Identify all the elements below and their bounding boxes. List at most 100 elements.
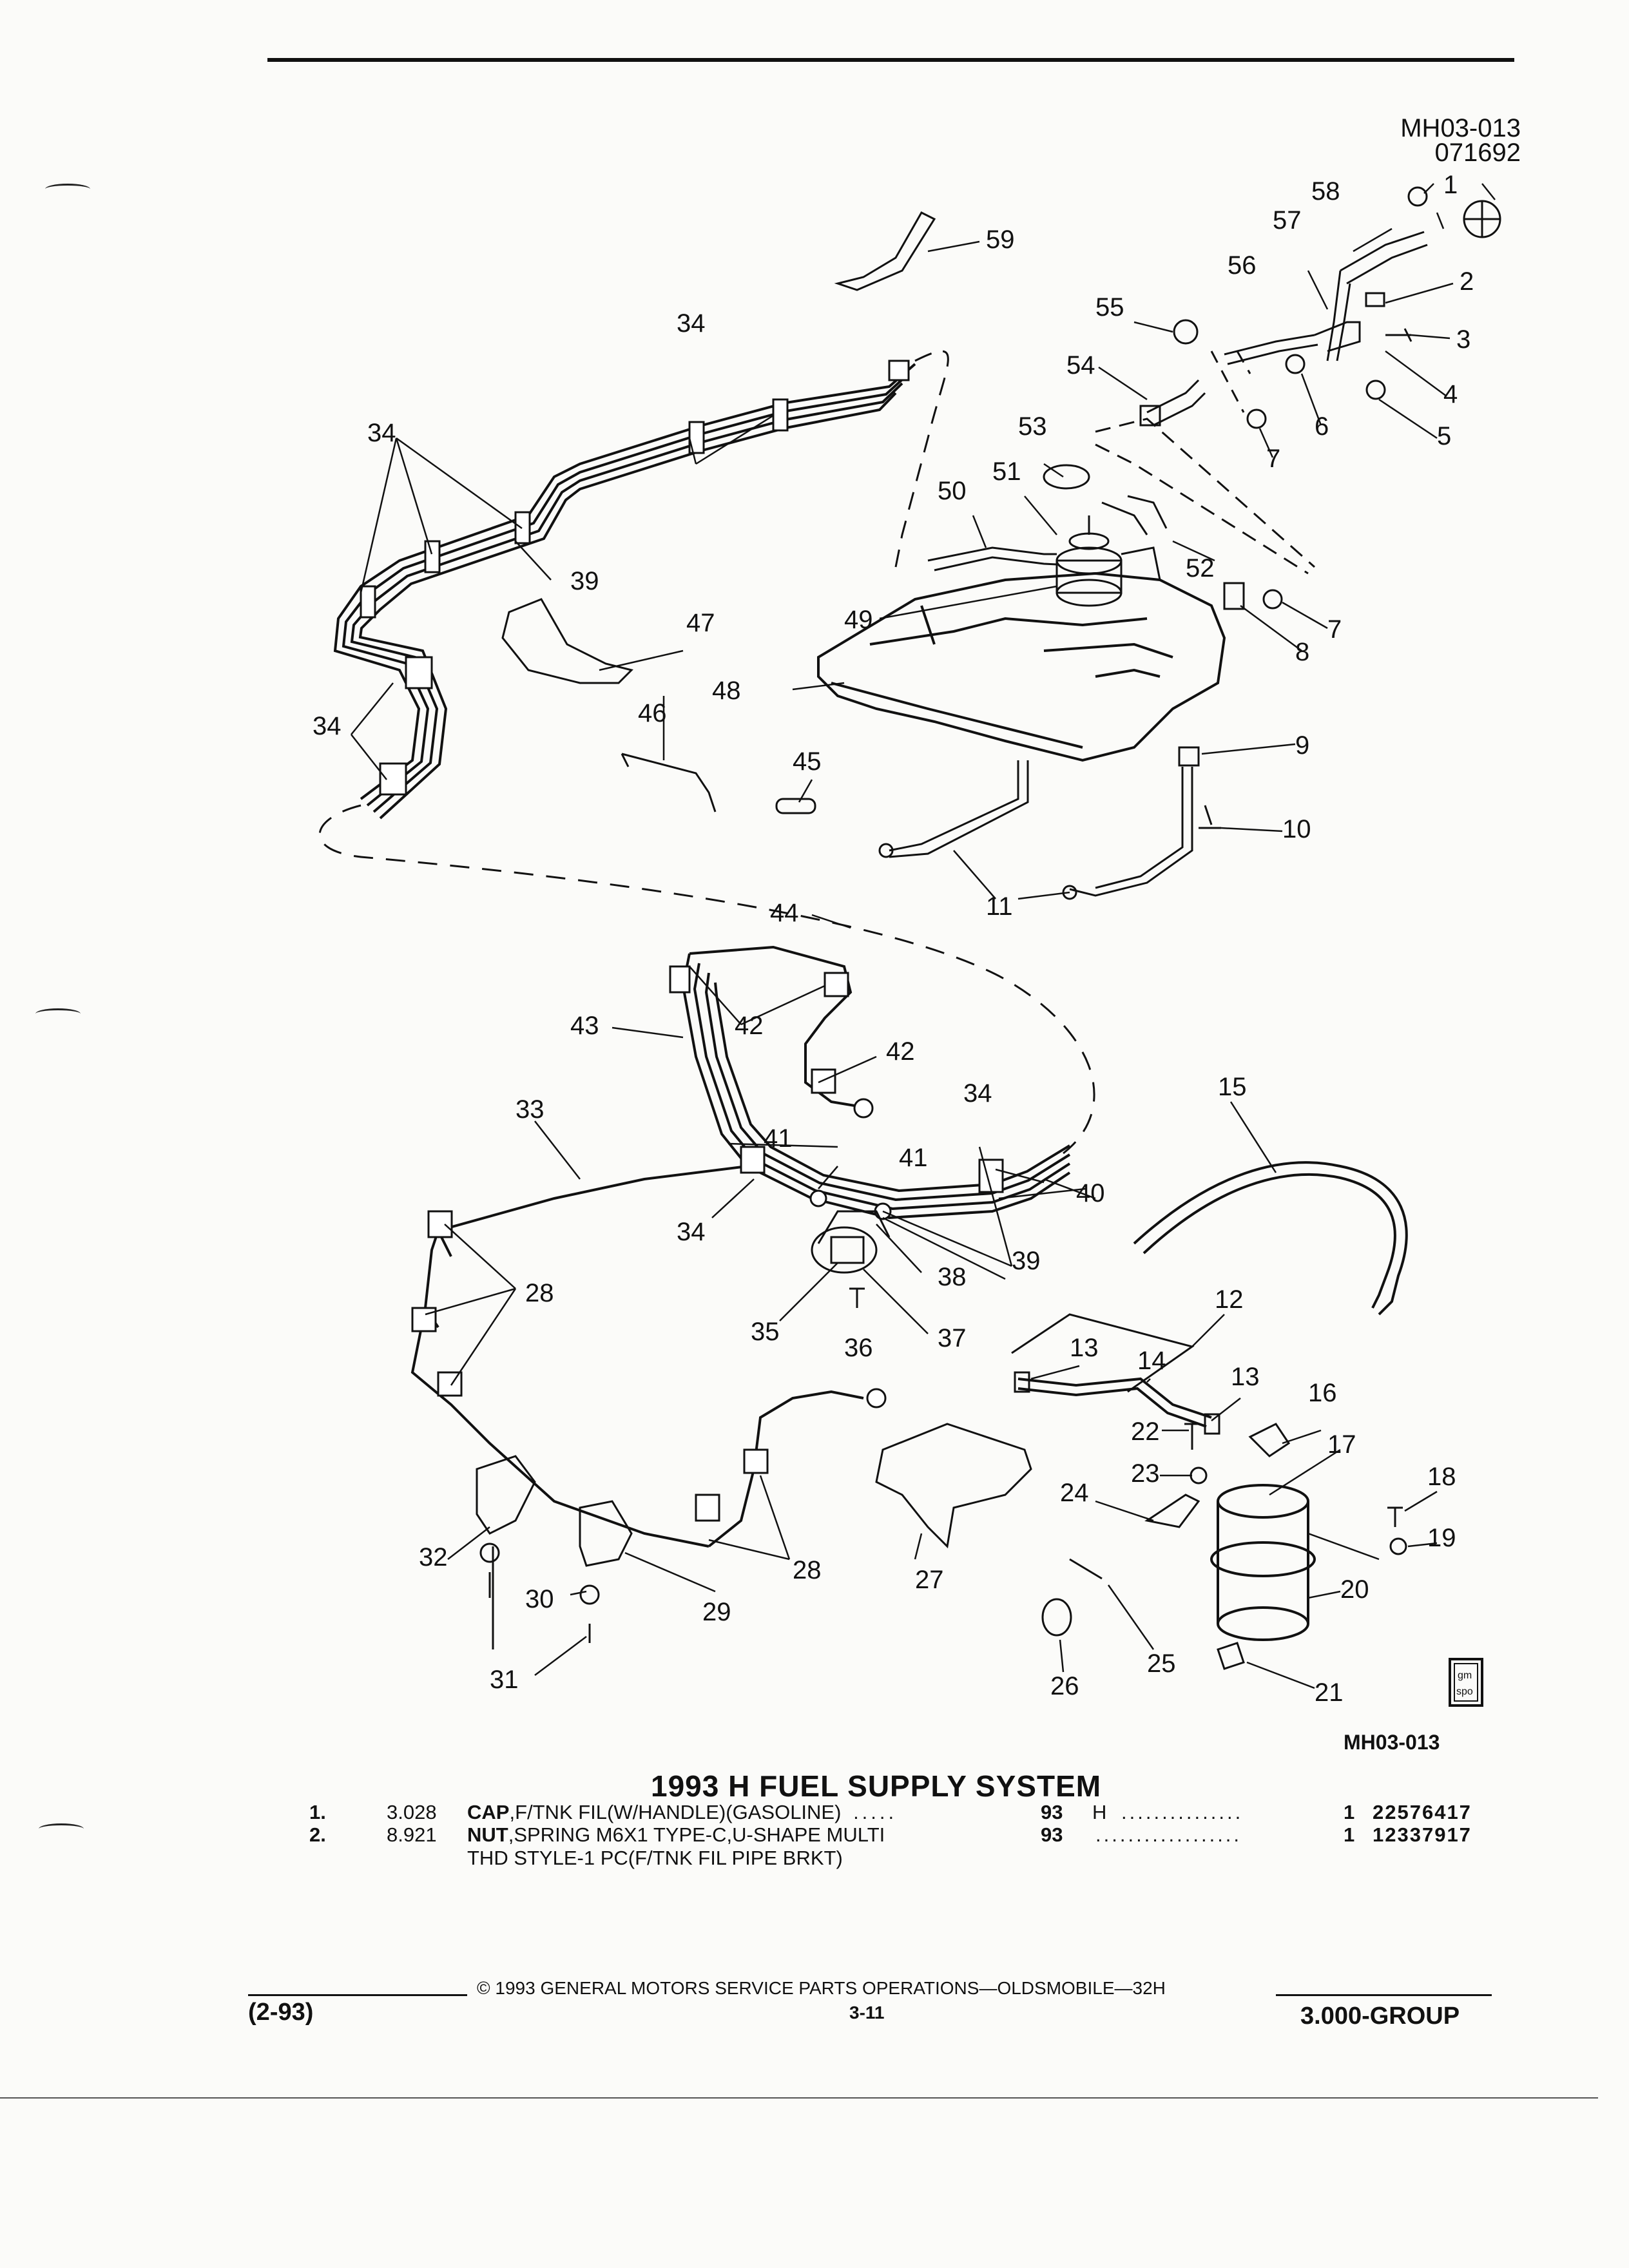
callout: 28: [525, 1279, 554, 1307]
fuel-sender-module: [927, 464, 1168, 607]
item-quantity: 1: [1344, 1801, 1355, 1823]
callout: 53: [1018, 412, 1047, 441]
item-code: 8.921: [387, 1823, 437, 1846]
part-56-pipe: [1224, 334, 1318, 365]
part-32-bracket: [476, 1455, 536, 1535]
callout: 46: [638, 699, 667, 727]
part-31-bolt: [488, 1572, 591, 1643]
callout: 34: [963, 1079, 992, 1108]
item-number: 1.: [309, 1801, 326, 1823]
item-year: 93: [1041, 1823, 1063, 1846]
footer-rule-right: [1276, 1994, 1492, 1996]
part-54-hose: [1146, 379, 1206, 427]
callout: 48: [712, 677, 741, 705]
part-9-bracket: [1178, 746, 1200, 767]
callout: 4: [1443, 380, 1458, 408]
figure-code: MH03-013: [1344, 1731, 1440, 1754]
callout: 33: [516, 1095, 545, 1124]
callout: 36: [844, 1334, 873, 1362]
part-55-clamp: [1173, 319, 1199, 345]
part-30-washer: [579, 1584, 600, 1605]
part-13-clamp: [1204, 1413, 1220, 1435]
callout: 8: [1295, 638, 1309, 666]
callout: 54: [1066, 351, 1095, 380]
callout: 24: [1060, 1479, 1089, 1507]
callout: 37: [938, 1324, 967, 1352]
callout: 57: [1273, 206, 1302, 235]
callout: 20: [1340, 1575, 1369, 1604]
callout: 42: [735, 1012, 764, 1040]
phantom-line: [318, 804, 1095, 1155]
item-year: 93: [1041, 1801, 1063, 1823]
callout: 27: [915, 1566, 944, 1594]
reference-code-date: 071692: [1434, 139, 1521, 167]
part-54-clamp: [1139, 405, 1161, 427]
part-53-ring: [1043, 464, 1090, 490]
callout: 12: [1215, 1285, 1244, 1314]
callout: 14: [1137, 1347, 1166, 1375]
part-45-pin: [775, 798, 816, 814]
callout: 7: [1266, 445, 1280, 473]
footer-group: 3.000-GROUP: [1300, 2003, 1460, 2030]
callout: 50: [938, 477, 967, 505]
callout: 49: [844, 606, 873, 634]
callout: 6: [1315, 412, 1329, 441]
part-12-group-line: [1011, 1313, 1195, 1393]
callout: 10: [1282, 815, 1311, 843]
part-19-washer: [1389, 1537, 1407, 1555]
item-part-number: 22576417: [1373, 1801, 1472, 1823]
callout: 13: [1070, 1334, 1099, 1362]
callout: 39: [1012, 1247, 1041, 1275]
item-dots: ..................: [1095, 1823, 1242, 1846]
callout: 34: [313, 712, 342, 740]
callout: 25: [1147, 1649, 1176, 1678]
item-number: 2.: [309, 1823, 326, 1846]
footer-rule-left: [248, 1994, 467, 1996]
callout: 41: [899, 1144, 928, 1172]
callout: 39: [570, 567, 599, 595]
callout: 26: [1050, 1672, 1079, 1700]
item-description: CAP,F/TNK FIL(W/HANDLE)(GASOLINE) .....: [467, 1801, 897, 1824]
part-22-bolt: [1184, 1423, 1200, 1450]
callout: 55: [1095, 293, 1124, 322]
gm-spo-badge: gm spo: [1449, 1658, 1483, 1707]
reference-code-id: MH03-013: [1400, 114, 1521, 142]
part-51-hose: [1121, 546, 1161, 581]
part-26-grommet: [1041, 1598, 1072, 1637]
callout: 34: [677, 1218, 706, 1246]
part-30-washer: [479, 1542, 500, 1563]
callout: 40: [1076, 1179, 1105, 1207]
callout: 34: [677, 309, 706, 338]
callout: 19: [1427, 1524, 1456, 1552]
part-18-bolt: [1387, 1506, 1403, 1527]
callout: 44: [770, 899, 799, 927]
footer-date-code: (2-93): [248, 1999, 314, 2026]
part-10-bolt: [1199, 805, 1221, 829]
part-25-bolt: [1069, 1558, 1103, 1580]
callout: 23: [1131, 1459, 1160, 1488]
bottom-scan-line: [0, 2097, 1598, 2099]
part-29-bracket: [579, 1500, 633, 1567]
margin-mark: [35, 1008, 81, 1019]
callout: 28: [793, 1556, 822, 1584]
item-detail: ,F/TNK FIL(W/HANDLE)(GASOLINE): [509, 1801, 842, 1823]
callout: 59: [986, 226, 1015, 254]
part-8-bracket: [1223, 582, 1245, 610]
callout: 31: [490, 1666, 519, 1694]
part-58-screw: [1407, 186, 1428, 207]
part-24-bracket: [1144, 1494, 1200, 1528]
part-52-connector: [1101, 495, 1168, 535]
margin-mark: [45, 184, 90, 195]
item-description-continued: THD STYLE-1 PC(F/TNK FIL PIPE BRKT): [467, 1847, 843, 1869]
item-name: CAP: [467, 1801, 510, 1823]
lower-fuel-lines: [410, 945, 1071, 1548]
callout: 13: [1231, 1363, 1260, 1391]
item-name: NUT: [467, 1823, 508, 1846]
leader-lines: [351, 183, 1496, 1689]
callout: 34: [367, 419, 396, 447]
callout: 35: [751, 1318, 780, 1346]
callout: 52: [1186, 554, 1215, 582]
part-7-nut: [1262, 589, 1283, 610]
footer-page-number: 3-11: [849, 2003, 885, 2023]
